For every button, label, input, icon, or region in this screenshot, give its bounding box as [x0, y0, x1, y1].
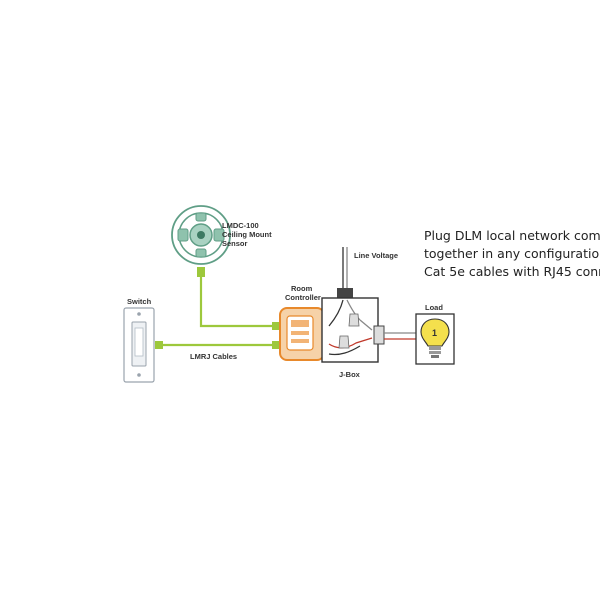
sensor-label-line1: LMDC-100	[222, 221, 259, 230]
network-cables	[161, 277, 276, 347]
line-voltage-label: Line Voltage	[354, 251, 398, 260]
junction-box	[321, 297, 379, 363]
controller-plug-bottom	[272, 341, 280, 349]
conduit-fitting	[337, 288, 353, 300]
bulb-number: 1	[432, 328, 437, 338]
ceiling-sensor	[171, 205, 231, 265]
note-line-1: Plug DLM local network components	[424, 228, 600, 243]
controller-plug-top	[272, 322, 280, 330]
note-line-2: together in any configuration using	[424, 246, 600, 261]
light-bulb-icon	[420, 318, 450, 358]
jbox-side-fitting	[373, 325, 385, 345]
sensor-cable-plug	[197, 267, 205, 277]
switch-cable-plug	[155, 341, 163, 349]
load-wires	[384, 332, 416, 340]
room-controller-label-line2: Controller	[285, 293, 321, 302]
wall-switch	[123, 307, 155, 383]
sensor-cable	[199, 277, 276, 328]
cables-label: LMRJ Cables	[190, 352, 237, 361]
note-line-3: Cat 5e cables with RJ45 connectors.	[424, 264, 600, 279]
load-label: Load	[425, 303, 443, 312]
line-voltage-wires	[342, 247, 348, 290]
room-controller-label-line1: Room	[291, 284, 313, 293]
jbox-label: J-Box	[339, 370, 361, 379]
switch-label: Switch	[127, 297, 152, 306]
sensor-label-line2: Ceiling Mount	[222, 230, 272, 239]
sensor-label-line3: Sensor	[222, 239, 248, 248]
